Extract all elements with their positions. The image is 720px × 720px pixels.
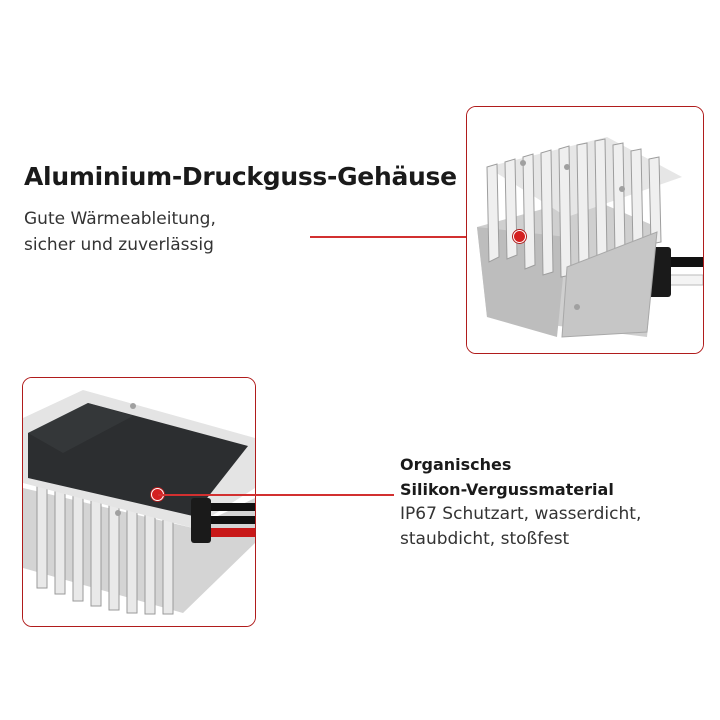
housing-description-line-1: Gute Wärmeableitung,: [24, 209, 216, 229]
potting-description-line-2: staubdicht, stoßfest: [400, 529, 570, 549]
potting-description: Organisches Silikon-Vergussmaterial IP67…: [400, 452, 641, 552]
housing-connector-line: [310, 236, 520, 238]
potting-title-line-2: Silikon-Vergussmaterial: [400, 480, 614, 499]
housing-description-line-2: sicher und zuverlässig: [24, 235, 214, 255]
potting-title-line-1: Organisches: [400, 455, 512, 474]
housing-description: Gute Wärmeableitung, sicher und zuverläs…: [24, 206, 216, 258]
potting-closeup-image: [22, 377, 256, 627]
housing-closeup-image: [466, 106, 704, 354]
housing-title: Aluminium-Druckguss-Gehäuse: [24, 162, 457, 191]
potting-connector-line: [158, 494, 394, 496]
potting-description-line-1: IP67 Schutzart, wasserdicht,: [400, 504, 642, 524]
housing-pointer-dot: [513, 230, 526, 243]
